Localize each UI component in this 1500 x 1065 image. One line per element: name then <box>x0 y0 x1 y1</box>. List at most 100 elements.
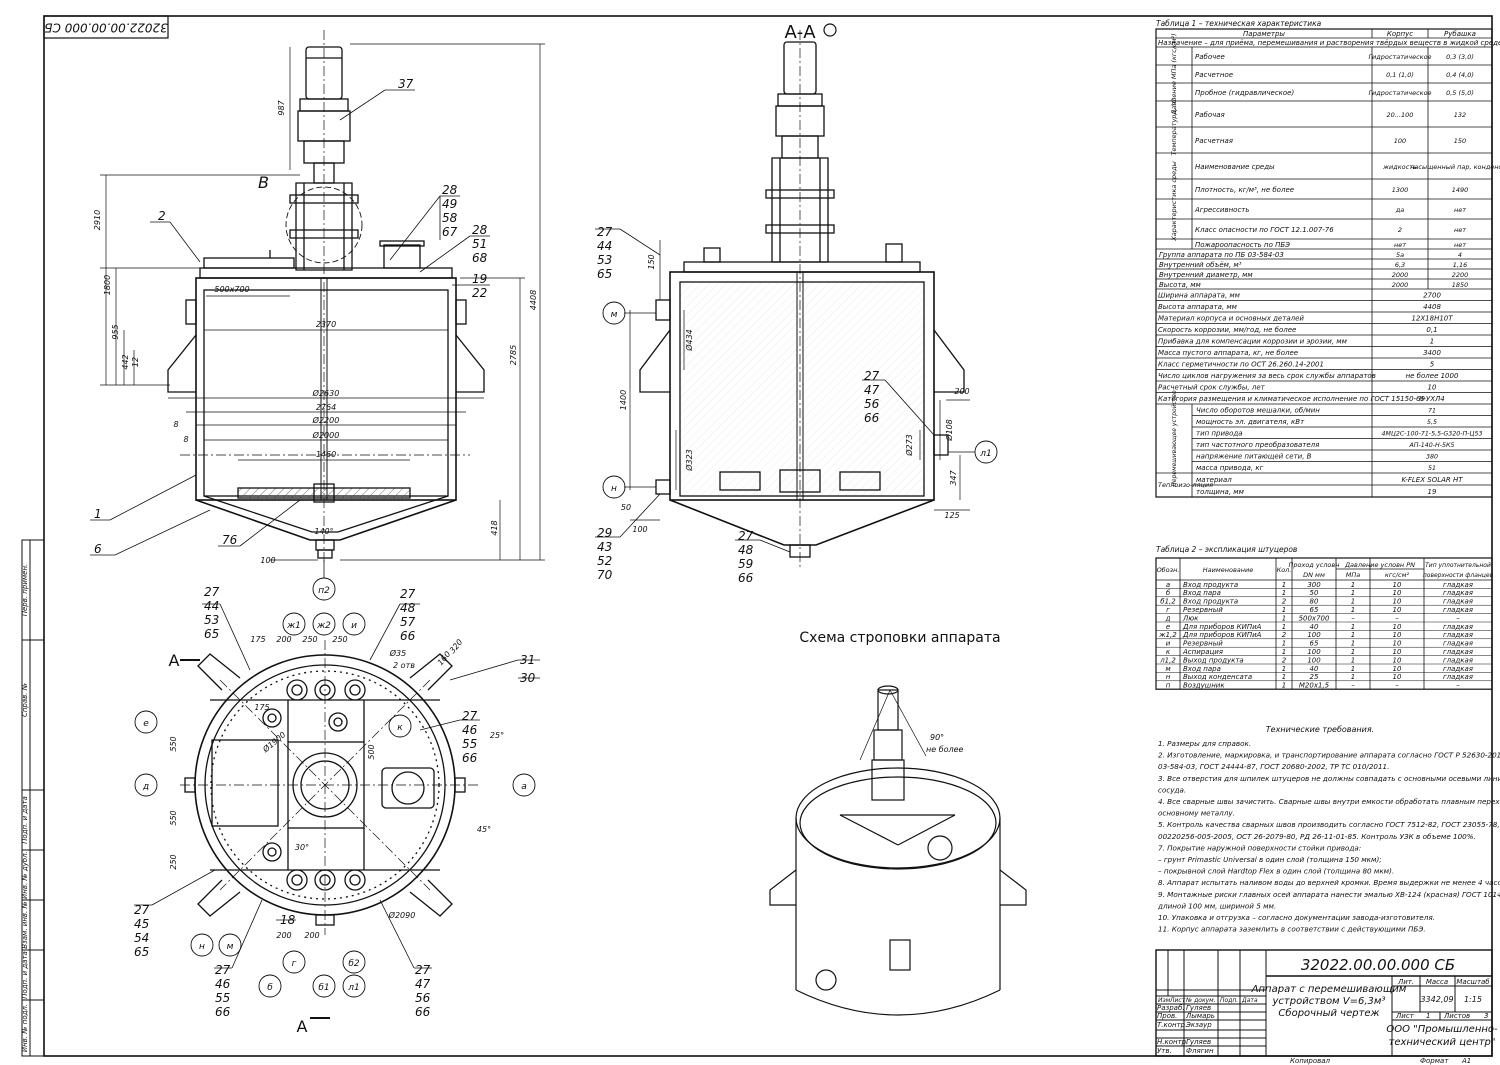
t1-row-12-label: Внутренний диаметр, мм <box>1159 271 1253 279</box>
t1-head-body: Корпус <box>1387 30 1413 38</box>
front-leader-g3-0: 19 <box>472 272 487 286</box>
t2-row-10-col-5: 10 <box>1393 665 1402 673</box>
front-dim-2630: Ø2630 <box>312 388 340 398</box>
front-leader-g3-1: 22 <box>472 286 487 300</box>
t1-row-2-label: Пробное (гидравлическое) <box>1195 89 1294 97</box>
t2-row-9-col-4: 1 <box>1351 656 1355 664</box>
plan-dim-25: 25° <box>490 731 504 740</box>
plan-g1-0: 27 <box>204 585 220 599</box>
t2-row-4-col-4: – <box>1351 614 1355 622</box>
plan-dim-2otv: 2 отв <box>393 661 415 670</box>
t1-mix-4-val: 380 <box>1426 454 1438 461</box>
nozzle-d: д <box>142 782 149 792</box>
side-label-6: Подп. и дата <box>21 951 29 999</box>
t2-h-pn2: МПа <box>1346 571 1360 579</box>
front-nozzle-bubble: п2 <box>312 577 336 601</box>
requirement-line-12: 8. Аппарат испытать наливом воды до верх… <box>1158 878 1500 887</box>
sec-g2-0: 27 <box>864 369 880 383</box>
slinging-angle-note: не более <box>926 745 964 754</box>
t2-row-0-col-1: Вход продукта <box>1183 581 1238 589</box>
sec-dim-200: 200 <box>954 387 969 396</box>
t2-row-2-col-5: 10 <box>1393 598 1402 606</box>
front-dim-12: 12 <box>131 357 140 367</box>
t2-row-11-col-1: Выход конденсата <box>1183 673 1252 681</box>
title-name-1: Аппарат с перемешивающим <box>1251 984 1407 995</box>
sec-dim-323: Ø323 <box>684 449 694 472</box>
t1-span-9-val: II-УХЛ4 <box>1419 395 1444 403</box>
requirement-line-2: 03-584-03, ГОСТ 24444-87, ГОСТ 20680-200… <box>1158 762 1389 771</box>
t1-group-0: Давление МПа (кгс/см²) <box>1170 33 1178 115</box>
requirement-line-0: 1. Размеры для справок. <box>1158 739 1251 748</box>
plan-dim-35: Ø35 <box>389 648 406 658</box>
arrow-a-bottom: А <box>297 1017 308 1036</box>
nozzle-i: и <box>351 621 357 631</box>
t1-row-2-jacket: 0,5 (5,0) <box>1446 89 1474 97</box>
front-dim-texts: 987 2910 1800 955 442 12 2785 4408 418 5… <box>93 99 538 565</box>
t2-row-8-col-6: гладкая <box>1443 648 1473 656</box>
requirement-line-6: основному металлу. <box>1158 809 1235 818</box>
t2-row-9-col-2: 2 <box>1282 656 1287 664</box>
sec-g2-2: 56 <box>864 397 880 411</box>
front-dim-2200: Ø2200 <box>312 415 340 425</box>
t1-row-12-jacket: 2200 <box>1452 271 1469 279</box>
t1-row-13-body: 2000 <box>1392 281 1409 289</box>
t1-row-9-jacket: нет <box>1454 241 1466 249</box>
t2-row-12-col-1: Воздушник <box>1183 682 1225 690</box>
table2: Таблица 2 – экспликация штуцеров Обозн.Н… <box>1155 545 1494 690</box>
tb-copied: Копировал <box>1290 1057 1331 1065</box>
t2-row-2-col-3: 80 <box>1310 598 1319 606</box>
front-leader-texts: 37 2 1 6 76 28 49 58 67 28 51 68 19 22 В <box>94 77 488 556</box>
plan-g5-2: 55 <box>215 991 230 1005</box>
plan-dim-500: 500 <box>367 744 376 759</box>
t2-row-9-col-0: л1,2 <box>1159 656 1176 664</box>
front-leader-g2-1: 51 <box>472 237 487 251</box>
t2-row-7-col-1: Резервный <box>1183 640 1223 648</box>
t2-row-11-col-2: 1 <box>1282 673 1286 681</box>
t2-row-11-col-4: 1 <box>1351 673 1355 681</box>
t2-row-3-col-2: 1 <box>1282 606 1286 614</box>
tb-mass-val: 3342,09 <box>1420 995 1453 1004</box>
sec-dim-108: Ø108 <box>944 419 954 442</box>
tb-format-val: А1 <box>1461 1057 1471 1065</box>
t1-row-1-jacket: 0,4 (4,0) <box>1446 71 1474 79</box>
arrow-a-top: А <box>169 651 180 670</box>
t1-row-4-label: Расчетная <box>1195 137 1233 145</box>
t2-row-0-col-6: гладкая <box>1443 581 1473 589</box>
t1-mix-2-val: 4МЦ2С-100-71-5,5-G320-П-Ц53 <box>1382 431 1483 438</box>
plan-dim-2090: Ø2090 <box>388 910 416 920</box>
t2-row-2-col-6: гладкая <box>1443 598 1473 606</box>
tb-col-doc: № докум. <box>1185 997 1216 1004</box>
tb-col-list: Лист <box>1169 997 1186 1004</box>
rotated-stamp: 32022.00.00.000 СБ <box>43 15 169 39</box>
t2-row-0-col-2: 1 <box>1282 581 1286 589</box>
front-leader-2: 2 <box>158 209 166 223</box>
t1-head-jacket: Рубашка <box>1444 30 1476 38</box>
plan-g2-3: 66 <box>400 629 416 643</box>
plan-g4-0: 27 <box>134 903 150 917</box>
t2-h-dn1: Проход условн <box>1288 561 1339 569</box>
t1-span-4-val: 1 <box>1430 338 1434 346</box>
front-axis-lines <box>180 30 470 565</box>
sec-g1-1: 44 <box>597 239 612 253</box>
t1-mix-1-label: мощность эл. двигателя, кВт <box>1196 418 1305 426</box>
side-strip <box>21 539 45 1057</box>
nozzle-b2: б2 <box>348 959 360 969</box>
requirement-line-9: 7. Покрытие наружной поверхности стойки … <box>1158 843 1361 852</box>
t2-row-6-col-4: 1 <box>1351 631 1355 639</box>
t1-row-9-label: Пожароопасность по ПБЭ <box>1195 241 1290 249</box>
tb-sheet-val: 1 <box>1426 1012 1430 1020</box>
t1-row-0-jacket: 0,3 (3,0) <box>1446 53 1474 61</box>
sec-dim-100: 100 <box>632 525 647 534</box>
front-leader-g2-0: 28 <box>472 223 488 237</box>
tb-role-1: Пров. <box>1157 1012 1177 1020</box>
front-leader-g2-2: 68 <box>472 251 488 265</box>
nozzle-e: е <box>143 719 149 729</box>
front-dim-2000: Ø2000 <box>312 430 340 440</box>
sec-dim-150: 150 <box>647 254 656 269</box>
plan-g3-1: 46 <box>462 723 478 737</box>
t1-row-2-body: Гидростатическое <box>1368 89 1431 97</box>
t1-row-7-jacket: нет <box>1454 206 1466 214</box>
t1-ins-1-label: толщина, мм <box>1196 488 1245 496</box>
rotated-stamp-text: 32022.00.00.000 СБ <box>44 21 168 35</box>
t1-mix-3-label: тип частотного преобразователя <box>1196 441 1319 449</box>
